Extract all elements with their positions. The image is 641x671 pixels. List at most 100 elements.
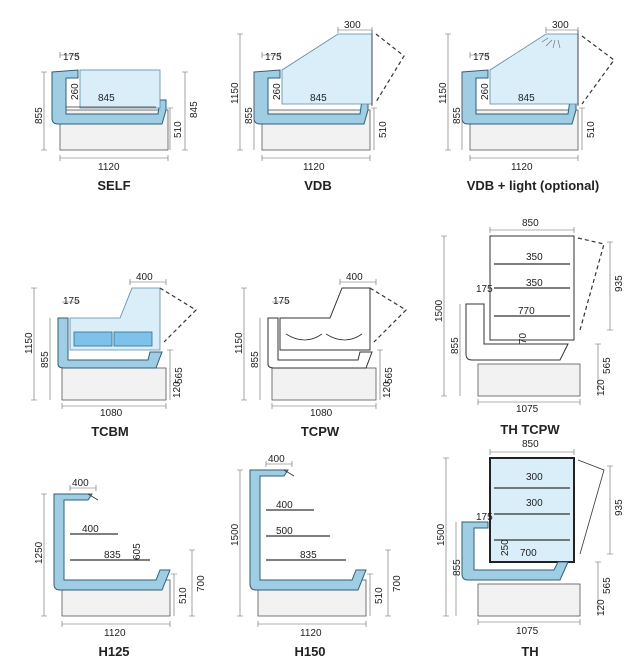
open-lid: [581, 35, 615, 105]
dim-label: 175: [63, 52, 80, 63]
unit-self: 175 260 845 855 845 510 1120 SELF: [34, 52, 200, 193]
display-glass: [79, 69, 161, 109]
dim-label: 1250: [34, 541, 45, 564]
dim-label: 1500: [436, 523, 447, 546]
dim-label: 400: [268, 454, 285, 465]
dim-label: 1120: [511, 162, 533, 173]
open-lid: [375, 33, 405, 103]
unit-caption: H150: [294, 644, 325, 659]
dim-label: 565: [602, 357, 613, 374]
dim-label: 500: [276, 526, 293, 537]
display-glass: [281, 33, 373, 105]
unit-caption: VDB: [304, 178, 331, 193]
dim-label: 1080: [100, 408, 123, 419]
open-lid: [369, 287, 407, 343]
dim-label: 770: [518, 306, 535, 317]
dim-label: 565: [384, 367, 395, 384]
dim-label: 350: [526, 252, 543, 263]
food-tray: [113, 331, 153, 347]
display-case: [489, 457, 575, 563]
open-lid: [577, 237, 605, 331]
unit-caption: TH: [521, 644, 538, 659]
dim-label: 845: [518, 93, 535, 104]
dim-label: 400: [72, 478, 89, 489]
dim-label: 1120: [104, 628, 126, 639]
food-tray: [285, 333, 363, 341]
display-shell: [57, 317, 163, 369]
dim-label: 935: [614, 275, 625, 292]
unit-caption: VDB + light (optional): [467, 178, 600, 193]
dim-label: 1150: [230, 82, 241, 104]
display-shell: [249, 469, 367, 591]
base-cabinet: [61, 367, 167, 401]
food-tray: [73, 331, 113, 347]
dim-label: 260: [480, 83, 491, 100]
dim-label: 510: [178, 587, 189, 604]
dim-label: 1120: [98, 162, 120, 173]
open-lid: [159, 287, 197, 343]
display-shell: [461, 521, 569, 581]
dim-label: 260: [70, 83, 81, 100]
unit-caption: SELF: [97, 178, 130, 193]
unit-th-tcpw: 850 350 350 175 770 70 1500 935 855 565 …: [434, 218, 625, 437]
dim-label: 400: [276, 500, 293, 511]
unit-h150: 400 400 500 835 1500 510 700 1120 H150: [230, 454, 403, 659]
display-glass: [279, 287, 371, 351]
dim-label: 565: [602, 577, 613, 594]
dim-label: 1150: [438, 82, 449, 104]
dim-label: 300: [526, 498, 543, 509]
dim-label: 1120: [303, 162, 325, 173]
dim-label: 120: [596, 379, 607, 396]
dim-label: 855: [244, 107, 255, 124]
dim-label: 850: [522, 218, 539, 229]
dim-label: 400: [346, 272, 363, 283]
dim-label: 700: [392, 575, 403, 592]
dim-label: 855: [450, 337, 461, 354]
dim-label: 565: [174, 367, 185, 384]
dim-label: 1150: [24, 332, 35, 354]
unit-caption: TCBM: [91, 424, 129, 439]
dim-label: 175: [473, 52, 490, 63]
dim-label: 175: [476, 512, 493, 523]
dim-label: 845: [98, 93, 115, 104]
dim-label: 1080: [310, 408, 333, 419]
dim-label: 300: [526, 472, 543, 483]
dim-label: 400: [82, 524, 99, 535]
dim-label: 1500: [434, 299, 445, 322]
dim-label: 1075: [516, 626, 539, 637]
dim-label: 175: [63, 296, 80, 307]
dim-label: 700: [196, 575, 207, 592]
dim-label: 510: [586, 121, 597, 138]
dim-label: 250: [500, 539, 511, 556]
dim-label: 855: [452, 559, 463, 576]
dim-label: 835: [104, 550, 121, 561]
display-shell: [465, 303, 569, 361]
unit-caption: H125: [98, 644, 129, 659]
display-shell: [267, 317, 373, 369]
light-icon: [541, 37, 561, 49]
dim-label: 70: [518, 332, 529, 344]
display-shell: [53, 493, 171, 591]
dim-label: 510: [374, 587, 385, 604]
dim-label: 1075: [516, 404, 539, 415]
dim-label: 350: [526, 278, 543, 289]
base-cabinet: [477, 583, 581, 617]
dim-label: 935: [614, 499, 625, 516]
dim-label: 845: [189, 101, 200, 118]
dim-label: 175: [273, 296, 290, 307]
dim-label: 605: [132, 543, 143, 560]
unit-vdb-light: 300 175 1150 855 260 845 510 1120 VDB + …: [438, 20, 615, 193]
dim-label: 175: [476, 284, 493, 295]
dim-label: 835: [300, 550, 317, 561]
base-cabinet: [477, 363, 581, 397]
unit-tcbm: 400 175 1150 855 565 120 1080 TCBM: [24, 272, 197, 439]
display-shell: [51, 69, 167, 125]
dim-label: 260: [272, 83, 283, 100]
dim-label: 300: [344, 20, 361, 31]
unit-caption: TCPW: [301, 424, 340, 439]
open-lid: [577, 459, 605, 555]
dim-label: 845: [310, 93, 327, 104]
dim-label: 120: [382, 381, 393, 398]
dim-label: 855: [40, 351, 51, 368]
